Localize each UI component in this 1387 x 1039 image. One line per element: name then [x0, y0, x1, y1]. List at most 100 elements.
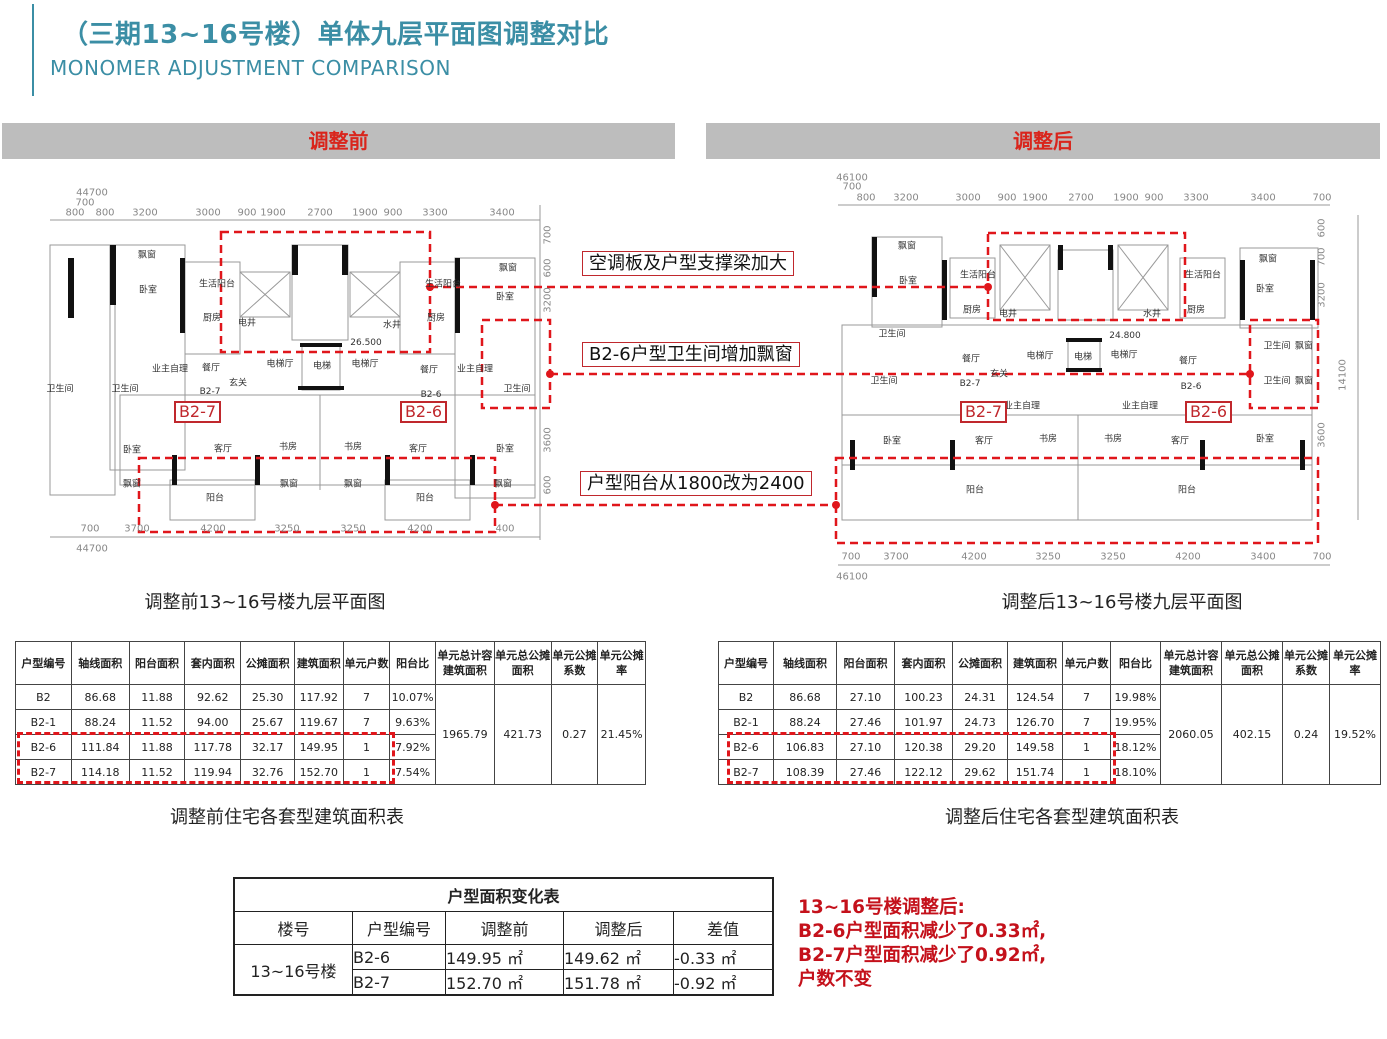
column-header: 单元总计容建筑面积 [1160, 641, 1222, 685]
dimension-label: 4200 [407, 523, 433, 535]
room-label: 水井 [382, 320, 402, 331]
column-header: 轴线面积 [70, 641, 130, 685]
table-cell: 29.62 [952, 759, 1008, 785]
table-cell: 119.67 [293, 709, 344, 735]
table-cell: B2 [15, 684, 72, 710]
after-walls [850, 237, 1315, 470]
dimension-label: 44700 [76, 543, 108, 555]
before-balcony-box [137, 456, 497, 534]
column-header: 公摊面积 [240, 641, 295, 685]
room-label: 飘窗 [122, 479, 142, 490]
room-label: 飘窗 [1294, 341, 1314, 352]
room-label: 电井 [998, 309, 1018, 320]
room-label: 电梯 [312, 361, 332, 372]
room-label: B2-7 [199, 387, 221, 397]
room-label: 玄关 [228, 378, 248, 389]
table-cell: 27.46 [836, 709, 895, 735]
room-label: 卧室 [882, 436, 902, 447]
table-cell: 11.52 [128, 709, 186, 735]
table-cell: 108.39 [773, 759, 837, 785]
table-cell: 88.24 [773, 709, 837, 735]
table-cell: 149.95 [293, 734, 344, 760]
room-label: 书房 [1103, 434, 1123, 445]
dimension-label: 3250 [274, 523, 300, 535]
dimension-label: 3400 [1250, 192, 1276, 204]
unit-total-cell: 2060.05 [1160, 684, 1222, 785]
room-label: 书房 [1038, 434, 1058, 445]
table-cell: 7 [1062, 709, 1111, 735]
before-plan-caption: 调整前13~16号楼九层平面图 [144, 592, 386, 613]
after-floor-plan [838, 204, 1359, 566]
dimension-label: 700 [1312, 192, 1332, 204]
dimension-label: 400 [495, 523, 515, 535]
page-title: （三期13~16号楼）单体九层平面图调整对比 [62, 20, 610, 50]
unit-type-tag: B2-7 [960, 401, 1007, 423]
dimension-label: 3250 [1035, 551, 1061, 563]
table-cell: 126.70 [1007, 709, 1063, 735]
room-label: 卧室 [495, 444, 515, 455]
dimension-label: 1900 [1113, 192, 1139, 204]
after-table-caption: 调整后住宅各套型建筑面积表 [945, 807, 1179, 828]
dimension-label: 4200 [961, 551, 987, 563]
page-subtitle: MONOMER ADJUSTMENT COMPARISON [50, 56, 451, 80]
before-walls [68, 245, 475, 485]
table-cell: 124.54 [1007, 684, 1063, 710]
room-label: 客厅 [974, 436, 994, 447]
table-cell: 106.83 [773, 734, 837, 760]
table-cell: 101.97 [894, 709, 953, 735]
dimension-label: 3200 [1316, 282, 1328, 308]
summary-line: B2-7户型面积减少了0.92㎡, [798, 945, 1047, 966]
dimension-label: 900 [383, 207, 403, 219]
dimension-label: 800 [65, 207, 85, 219]
after-cell: 149.62 ㎡ [563, 944, 674, 970]
before-heading: 调整前 [2, 123, 675, 159]
dimension-label: 800 [856, 192, 876, 204]
room-label: 飘窗 [1294, 376, 1314, 387]
after-area-table: 户型编号轴线面积阳台面积套内面积公摊面积建筑面积单元户数阳台比单元总计容建筑面积… [718, 641, 1381, 785]
dimension-label: 800 [95, 207, 115, 219]
room-label: 卫生间 [1263, 341, 1291, 352]
dimension-label: 3300 [1183, 192, 1209, 204]
room-label: 飘窗 [493, 479, 513, 490]
summary-text: 13~16号楼调整后: B2-6户型面积减少了0.33㎡, B2-7户型面积减少… [798, 896, 1046, 992]
room-label: 客厅 [1170, 436, 1190, 447]
after-bathroom-box [1248, 318, 1320, 410]
highlight-boxes [137, 230, 1320, 545]
dimension-label: 3700 [124, 523, 150, 535]
after-heading: 调整后 [706, 123, 1380, 159]
callout-ac-panel: 空调板及户型支撑梁加大 [582, 251, 794, 276]
column-header: 阳台面积 [128, 641, 186, 685]
column-header: 阳台面积 [836, 641, 895, 685]
table-cell: 27.46 [836, 759, 895, 785]
room-label: 卧室 [122, 445, 142, 456]
column-header: 套内面积 [184, 641, 242, 685]
room-label: 业主自理 [1003, 401, 1041, 412]
table-cell: 24.31 [952, 684, 1008, 710]
dimension-label: 3600 [1316, 422, 1328, 448]
column-header: 单元户数 [342, 641, 391, 685]
title-accent-line [32, 4, 34, 96]
dimension-label: 46100 [836, 172, 868, 184]
change-table-title: 户型面积变化表 [233, 877, 774, 912]
column-header: 单元户数 [1062, 641, 1111, 685]
table-cell: 9.63% [389, 709, 436, 735]
table-cell: 24.73 [952, 709, 1008, 735]
room-label: 阳台 [415, 493, 435, 504]
dimension-label: 3400 [1250, 551, 1276, 563]
dimension-label: 900 [997, 192, 1017, 204]
before-cell: 149.95 ㎡ [445, 944, 564, 970]
unit-cell: B2-6 [352, 944, 446, 970]
room-label: 厨房 [962, 305, 982, 316]
room-label: 电梯厅 [1026, 351, 1054, 362]
room-label: 卧室 [1255, 434, 1275, 445]
room-label: 卫生间 [1263, 376, 1291, 387]
column-header: 单元公摊率 [1329, 641, 1381, 685]
room-label: 餐厅 [419, 365, 439, 376]
room-label: 书房 [343, 442, 363, 453]
table-cell: 122.12 [894, 759, 953, 785]
dimension-label: 3000 [195, 207, 221, 219]
